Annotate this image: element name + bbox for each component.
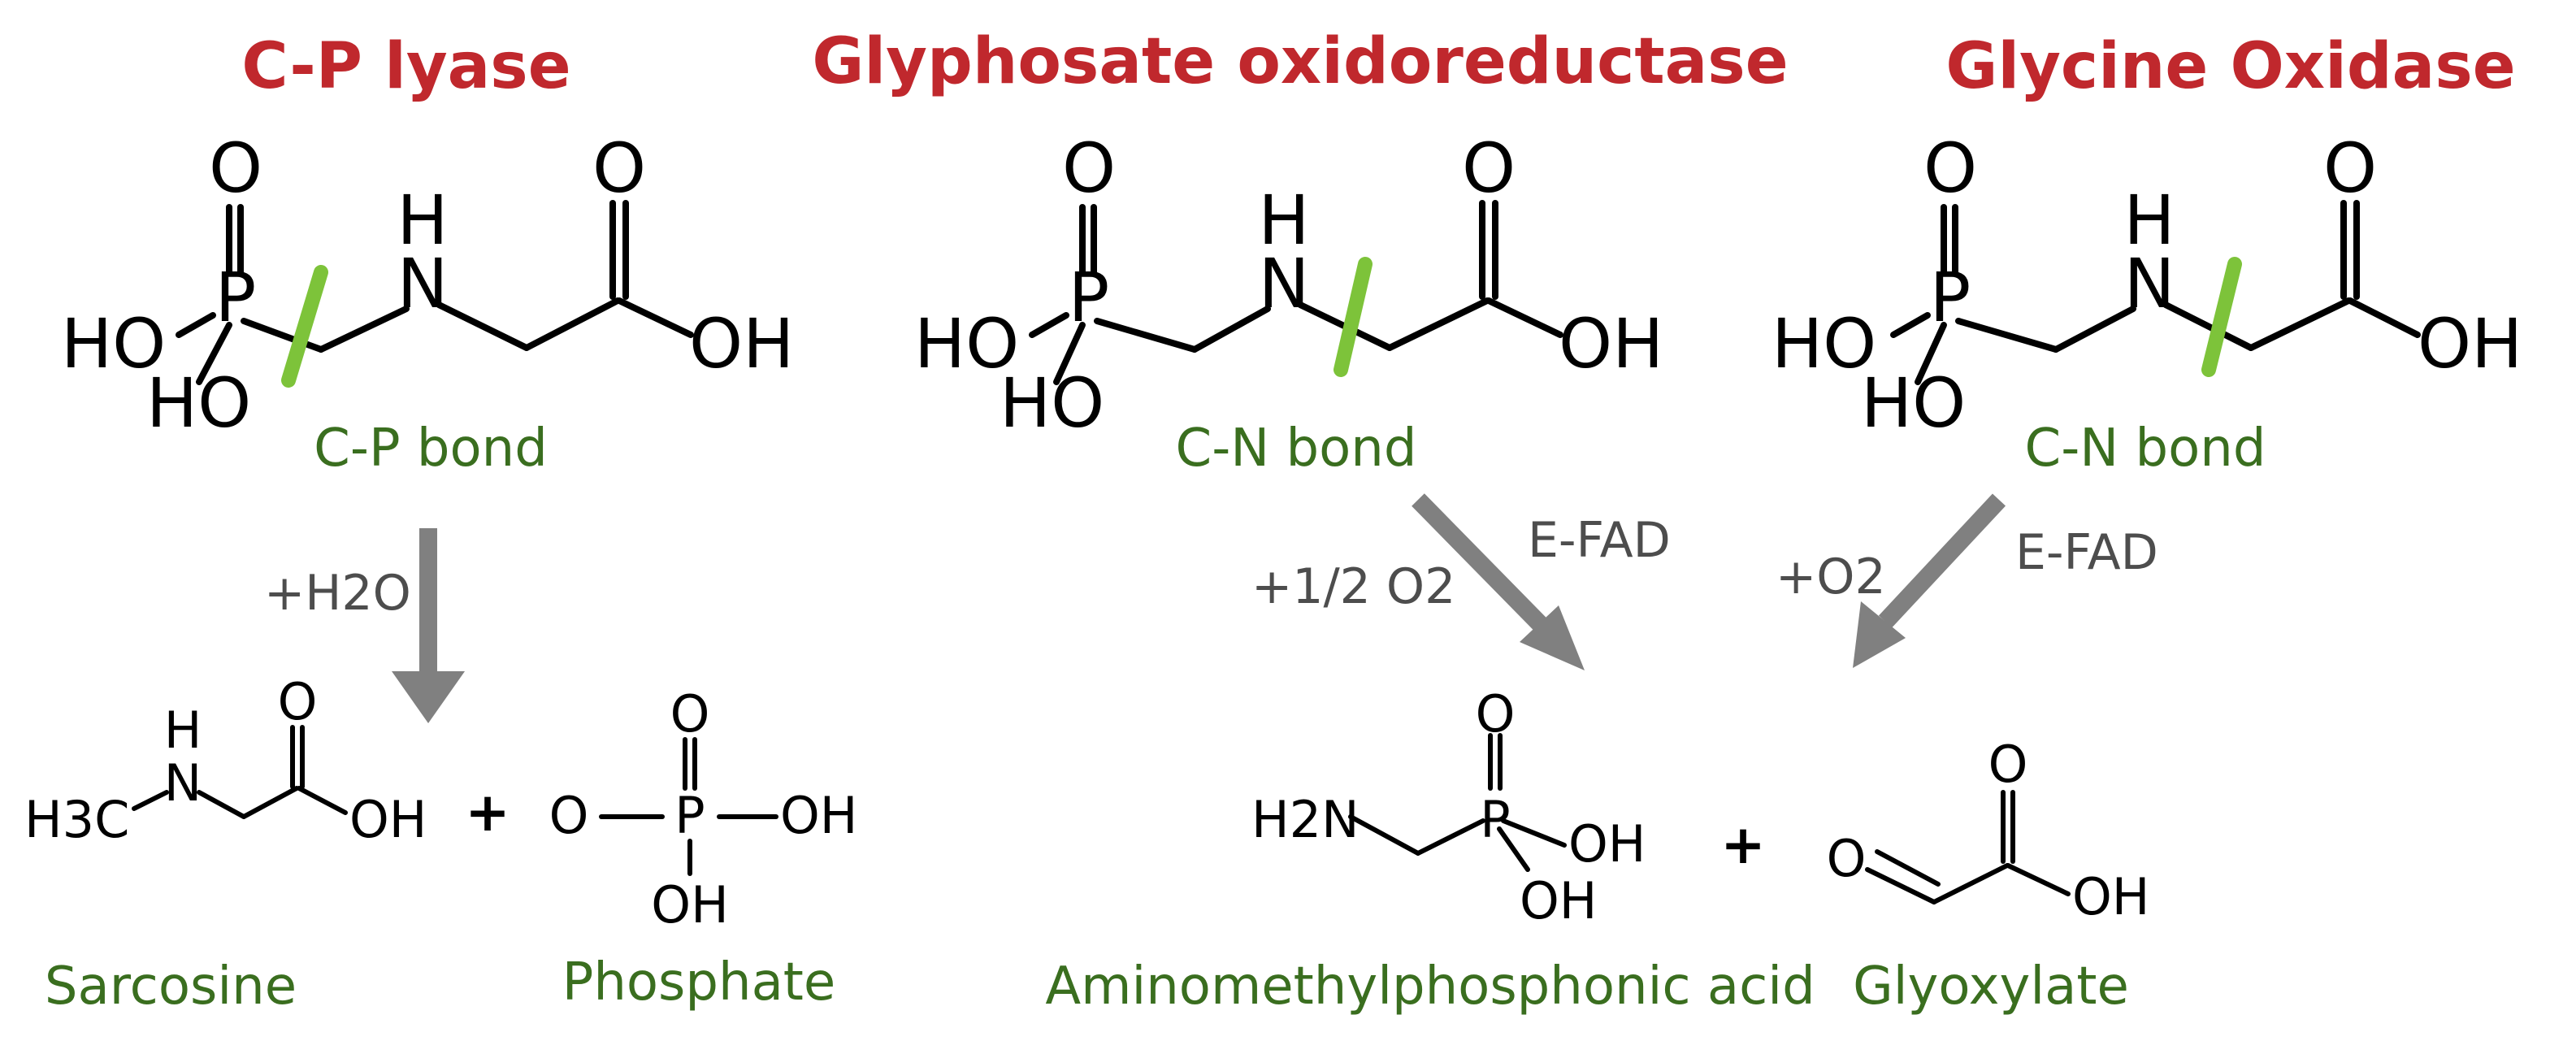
bond-label-cn-1: C-N bond <box>1176 419 1417 479</box>
sarcosine-structure <box>132 725 348 819</box>
atom-oh-glyox: OH <box>2072 867 2149 926</box>
arrowhead-oxidoreductase <box>1520 605 1585 670</box>
product-phosphate: Phosphate <box>562 952 836 1013</box>
glyphosate-structure-1 <box>176 200 694 385</box>
atom-o-c3: O <box>2323 128 2377 208</box>
plus-2: + <box>1720 813 1765 876</box>
atom-p2: P <box>1069 258 1110 337</box>
atom-o-ampa: O <box>1476 684 1516 744</box>
atom-ho1-b: HO <box>146 363 251 443</box>
atom-ho2-b: HO <box>1000 363 1104 443</box>
atom-o-p3: O <box>1923 128 1977 208</box>
atom-oh3: OH <box>2418 304 2522 384</box>
atom-h-sarc: H <box>164 700 202 760</box>
bond-ch2-n <box>318 306 410 353</box>
arrowhead-cp-lyase <box>392 671 465 723</box>
condition-oxygen: +O2 <box>1776 549 1886 605</box>
atom-o-c1: O <box>592 128 646 208</box>
atom-oh-phos-right: OH <box>780 786 857 845</box>
product-ampa: Aminomethylphosphonic acid <box>1045 956 1815 1017</box>
glyoxylate-structure <box>1865 790 2071 904</box>
bond-p-ch2 <box>241 318 324 353</box>
atom-oh-ampa-1: OH <box>1568 814 1646 874</box>
atom-h3c: H3C <box>24 790 129 849</box>
atom-p1: P <box>215 258 257 337</box>
enzyme-glyphosate-oxidoreductase: Glyphosate oxidoreductase <box>812 25 1788 98</box>
atom-oh1: OH <box>689 304 794 384</box>
atom-ho3-a: HO <box>1772 304 1876 384</box>
bond-p-ho2 <box>196 322 232 385</box>
bond-ho-p <box>176 312 216 338</box>
bond-label-cn-2: C-N bond <box>2025 419 2266 479</box>
atom-o-phos-top: O <box>670 684 710 744</box>
atom-o-p2: O <box>1062 128 1116 208</box>
atom-n1: N <box>397 244 449 323</box>
bond-c-oh <box>616 297 694 338</box>
atom-p-phos: P <box>674 786 705 845</box>
reaction-arrows <box>392 493 2006 723</box>
atom-n3: N <box>2124 244 2175 323</box>
condition-water: +H2O <box>264 565 411 622</box>
atom-h1: H <box>397 180 448 260</box>
atom-n-sarc: N <box>164 753 202 813</box>
enzyme-cp-lyase: C-P lyase <box>241 30 570 103</box>
atom-oh-sarc: OH <box>349 790 427 849</box>
glyphosate-structure-3 <box>1890 200 2421 385</box>
atom-h3: H <box>2123 180 2175 260</box>
atom-ho2-a: HO <box>914 304 1019 384</box>
atom-ho3-b: HO <box>1861 363 1966 443</box>
atom-o-glyox-top: O <box>1988 735 2028 794</box>
cleavage-mark-cn-2 <box>2201 257 2242 377</box>
product-sarcosine: Sarcosine <box>45 956 297 1017</box>
cleavage-mark-cp <box>281 265 328 388</box>
glyphosate-structure-2 <box>1029 200 1563 385</box>
atom-h2n: H2N <box>1251 790 1359 849</box>
arrow-glycine-oxidase <box>1878 493 2006 628</box>
atom-p-ampa: P <box>1480 790 1510 849</box>
atom-o-sarc: O <box>278 672 318 731</box>
arrow-oxidoreductase <box>1412 493 1555 639</box>
enzyme-glycine-oxidase: Glycine Oxidase <box>1945 30 2515 103</box>
atom-oh2: OH <box>1559 304 1663 384</box>
product-glyoxylate: Glyoxylate <box>1853 956 2129 1017</box>
atom-n2: N <box>1259 244 1310 323</box>
atom-h2: H <box>1258 180 1309 260</box>
atom-p3: P <box>1930 258 1971 337</box>
bond-label-cp: C-P bond <box>314 419 548 479</box>
atom-oh-phos-bottom: OH <box>651 875 728 935</box>
phosphate-structure <box>599 737 778 876</box>
atom-oh-ampa-2: OH <box>1520 871 1597 930</box>
atom-ho1-a: HO <box>61 304 166 384</box>
atom-o-p1: O <box>209 128 262 208</box>
condition-efad-2: E-FAD <box>2015 524 2158 581</box>
plus-1: + <box>465 781 510 844</box>
bond-n-ch2 <box>436 301 530 351</box>
atom-o-c2: O <box>1462 128 1516 208</box>
arrowhead-glycine-oxidase <box>1853 601 1906 668</box>
bond-ch2-c <box>523 297 621 351</box>
atom-o-glyox-left: O <box>1827 829 1867 888</box>
condition-half-oxygen: +1/2 O2 <box>1251 558 1455 615</box>
atom-o-phos-left: O <box>549 786 589 845</box>
ampa-structure <box>1348 733 1567 872</box>
condition-efad-1: E-FAD <box>1528 512 1671 569</box>
cleavage-mark-cn-1 <box>1334 257 1373 377</box>
